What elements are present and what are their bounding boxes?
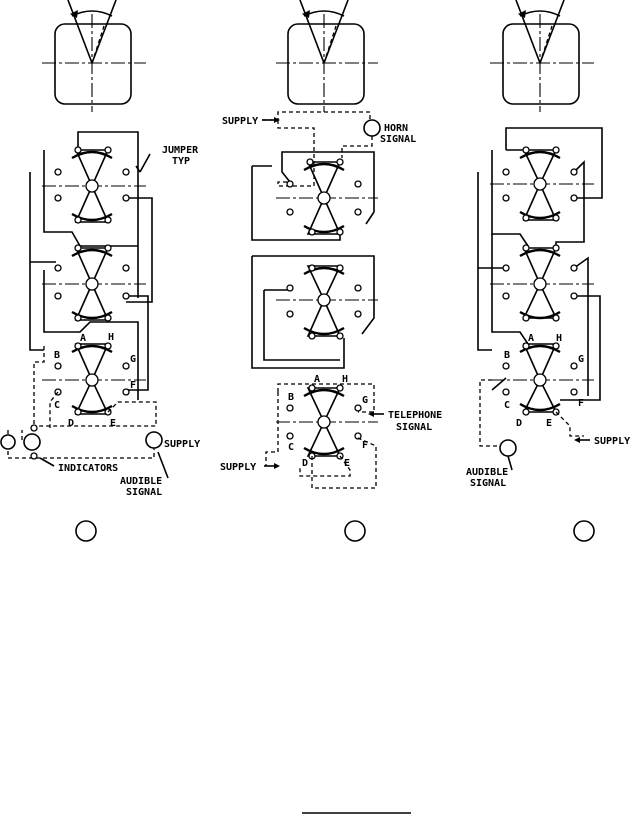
terminal-label-B-middle: B [288,392,294,403]
terminal-label-F-middle: F [362,440,368,451]
horn-label: HORN [384,123,408,134]
terminal-label-G-middle: G [362,395,368,406]
terminal-label-E-right: E [546,418,552,429]
switch-section-right-3 [490,342,594,416]
supply-label-right: SUPPLY [594,436,630,447]
terminal-label-H-middle: H [342,374,348,385]
switch-section-middle-2 [276,264,378,340]
jumper-label: JUMPER [162,145,199,156]
telephone-label: TELEPHONE [388,410,442,421]
view-marker-circle-middle [344,520,366,542]
terminal-label-G-left: G [130,354,136,365]
switch-section-left-1 [42,146,146,224]
switch-handle-right [490,0,594,112]
terminal-label-E-middle: E [344,458,350,469]
terminal-label-E-left: E [110,418,116,429]
indicator-lamp-2 [23,433,41,451]
view-marker-circle-right [573,520,595,542]
indicator-terminal-bottom [30,452,38,460]
terminal-label-B-left: B [54,350,60,361]
view-marker-circle-left [75,520,97,542]
indicator-terminal-top [30,424,38,432]
external-wiring-middle [265,383,377,489]
switch-section-left-2 [42,244,146,322]
indicators-label: INDICATORS [58,463,118,474]
terminal-label-A-right: A [528,333,534,344]
diagram-right: SUPPLY AUDIBLE SIGNAL A B C D E F G H [466,0,630,542]
audible-signal-device-right [499,439,517,457]
terminal-label-D-middle: D [302,458,308,469]
jumper-typ-label: TYP [172,156,190,167]
switch-handle-middle [276,0,378,112]
terminal-label-C-middle: C [288,442,294,453]
horn-wiring-middle [262,111,373,187]
terminal-label-G-right: G [578,354,584,365]
horn-signal-device [363,119,381,137]
switch-handle-left [42,0,146,112]
supply-label-middle-top: SUPPLY [222,116,258,127]
switch-section-middle-1 [276,158,378,236]
terminal-label-D-right: D [516,418,522,429]
telephone-signal-label: SIGNAL [396,422,432,433]
wiring-left [29,131,153,400]
terminal-label-A-middle: A [314,374,320,385]
signal-label-right: SIGNAL [470,478,506,489]
switch-section-right-2 [490,244,594,322]
terminal-label-C-left: C [54,400,60,411]
wiring-middle [251,151,375,369]
horn-signal-label: SIGNAL [380,134,416,145]
audible-signal-device-left [145,431,163,449]
terminal-label-C-right: C [504,400,510,411]
terminal-label-F-right: F [578,398,584,409]
switch-section-middle-3 [276,384,378,460]
supply-label-middle-bottom: SUPPLY [220,462,256,473]
wiring-right [477,127,603,401]
diagram-middle: SUPPLY HORN SIGNAL TELEPHONE SIGNAL SUPP… [220,0,442,542]
terminal-label-D-left: D [68,418,74,429]
supply-label-left: SUPPLY [164,439,200,450]
diagram-left: JUMPER TYP INDICATORS AUDIBLE SIGNAL SUP… [0,0,200,542]
switch-section-right-1 [490,146,594,222]
signal-label-left: SIGNAL [126,487,162,498]
terminal-label-B-right: B [504,350,510,361]
audible-label-right: AUDIBLE [466,467,508,478]
audible-label-left: AUDIBLE [120,476,162,487]
terminal-label-A-left: A [80,333,86,344]
terminal-label-F-left: F [130,380,136,391]
external-wiring-right [479,379,584,447]
indicator-lamp-1 [0,434,16,450]
terminal-label-H-left: H [108,332,114,343]
switch-section-left-3 [42,342,146,416]
terminal-label-H-right: H [556,333,562,344]
